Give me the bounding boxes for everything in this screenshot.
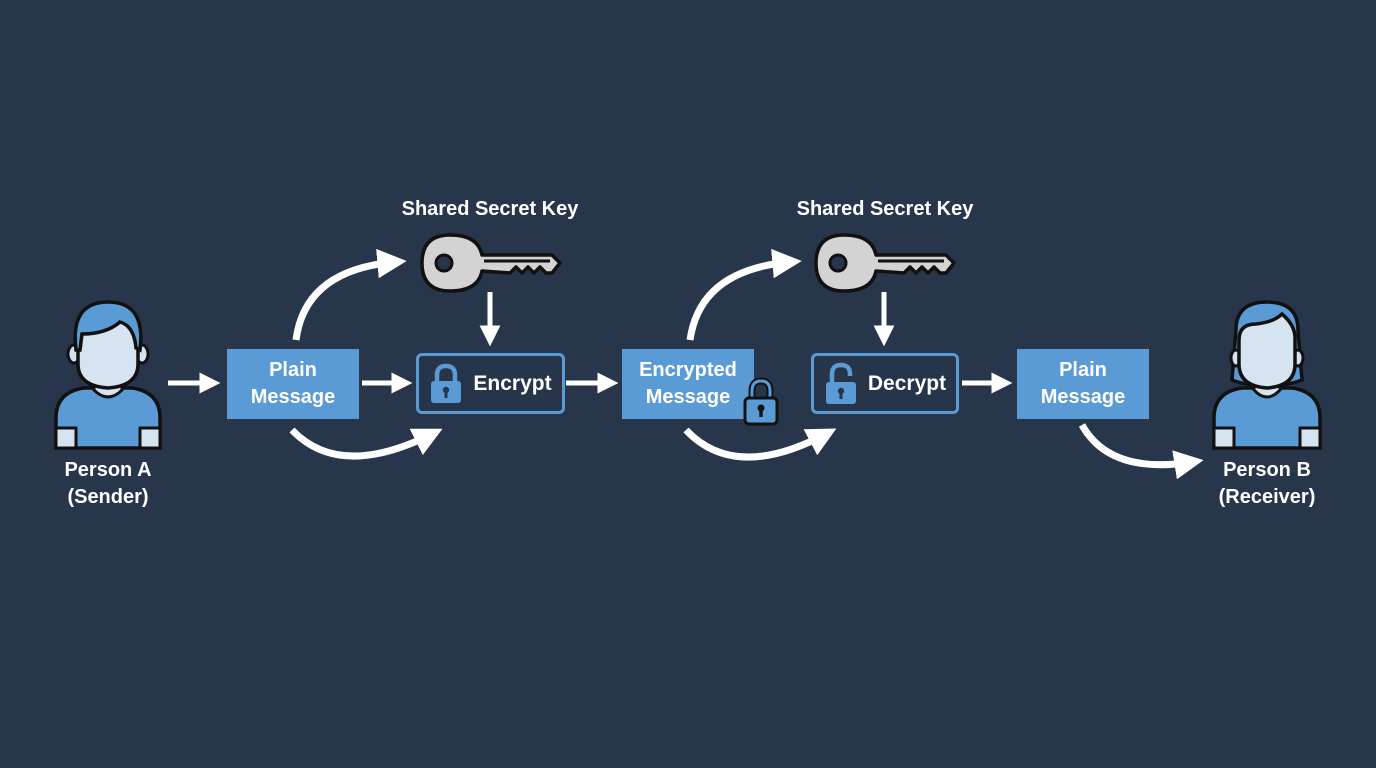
shared-key-label-left: Shared Secret Key xyxy=(401,198,579,220)
encrypt-operation: Encrypt xyxy=(416,353,565,414)
sender-name: Person A xyxy=(64,459,152,481)
lock-open-icon xyxy=(825,362,856,404)
decrypt-operation: Decrypt xyxy=(811,353,959,414)
arrow-plain-to-encrypt-curve xyxy=(289,427,443,460)
arrow-plain-to-key-curve xyxy=(292,248,407,341)
receiver-role: (Receiver) xyxy=(1218,486,1316,508)
sender-node: Person A (Sender) xyxy=(50,300,166,511)
encrypted-message-line2: Message xyxy=(645,386,731,408)
shared-key-label-right: Shared Secret Key xyxy=(796,198,974,220)
receiver-name: Person B xyxy=(1223,459,1311,481)
receiver-node: Person B (Receiver) xyxy=(1206,300,1328,511)
person-male-icon xyxy=(54,300,162,450)
encrypt-label: Encrypt xyxy=(473,371,552,395)
decrypt-label: Decrypt xyxy=(867,371,947,395)
person-female-icon xyxy=(1212,300,1322,450)
encrypted-message-line1: Encrypted xyxy=(639,359,737,381)
lock-closed-icon xyxy=(743,377,779,426)
key-icon xyxy=(420,233,562,293)
plain-message-line2: Message xyxy=(1040,386,1126,408)
encrypted-message-box: Encrypted Message xyxy=(622,349,754,419)
plain-message-line2: Message xyxy=(250,386,336,408)
key-icon xyxy=(814,233,956,293)
plain-message-box-right: Plain Message xyxy=(1017,349,1149,419)
arrow-encrypted-to-key-curve xyxy=(686,248,802,341)
plain-message-line1: Plain xyxy=(1059,359,1107,381)
arrow-encrypted-to-decrypt-curve xyxy=(683,427,837,461)
lock-closed-icon xyxy=(431,363,462,403)
arrow-plain-to-receiver-curve xyxy=(1078,423,1204,480)
plain-message-line1: Plain xyxy=(269,359,317,381)
plain-message-box-left: Plain Message xyxy=(227,349,359,419)
sender-role: (Sender) xyxy=(67,486,149,508)
